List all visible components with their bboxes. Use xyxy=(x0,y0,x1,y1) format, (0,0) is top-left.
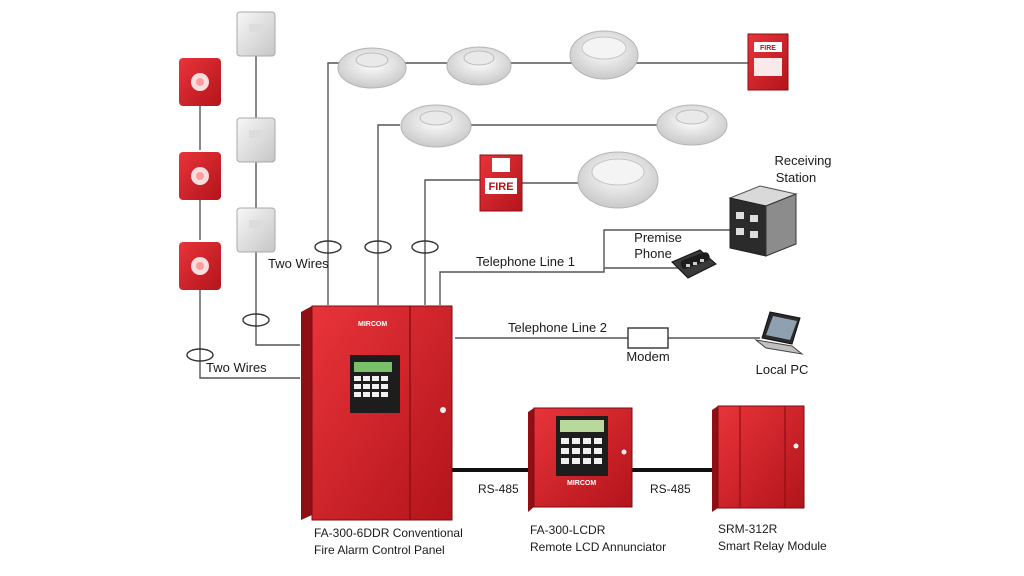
pull-station-center: FIRE xyxy=(479,154,523,212)
horn-strobe-column xyxy=(179,58,221,290)
heat-detector xyxy=(569,30,639,80)
receiving-station-label-line2: Station xyxy=(776,170,816,185)
wire-pair-marker xyxy=(314,240,342,254)
telephone-line-2-label: Telephone Line 2 xyxy=(508,320,607,335)
rs485-label-left: RS-485 xyxy=(478,482,519,496)
speaker-strobe xyxy=(236,207,276,253)
pull-station-text: FIRE xyxy=(760,45,776,52)
heat-detector xyxy=(577,151,659,209)
speaker-strobe xyxy=(236,117,276,163)
wire-pair-marker xyxy=(242,313,270,327)
relay-module-caption-line1: SRM-312R xyxy=(718,522,778,536)
wiring xyxy=(186,55,760,472)
control-panel-caption-line1: FA-300-6DDR Conventional xyxy=(314,526,463,540)
horn-strobe xyxy=(179,152,221,200)
speaker-column xyxy=(236,11,276,253)
premise-phone-label-line1: Premise xyxy=(634,230,682,245)
rs485-label-right: RS-485 xyxy=(650,482,691,496)
two-wires-label-bottom: Two Wires xyxy=(206,360,267,375)
horn-strobe xyxy=(179,58,221,106)
annunciator-brand: MIRCOM xyxy=(567,480,596,487)
detector-loop-2-wire xyxy=(377,124,658,305)
wire-pair-marker xyxy=(364,240,392,254)
modem-label: Modem xyxy=(626,349,669,364)
pull-station-fire-text: FIRE xyxy=(488,181,513,193)
receiving-station-label-line1: Receiving xyxy=(774,153,831,168)
telephone-line-1-wire xyxy=(439,229,740,305)
speaker-strobe xyxy=(236,11,276,57)
speaker-loop-wire xyxy=(255,55,300,346)
two-wires-label-top: Two Wires xyxy=(268,256,329,271)
telephone-line-1-label: Telephone Line 1 xyxy=(476,254,575,269)
wire-pair-marker xyxy=(186,348,214,362)
laptop-icon xyxy=(754,311,804,355)
strobe-loop-wire xyxy=(199,105,300,379)
receiving-station-icon xyxy=(728,185,798,257)
relay-module-caption-line2: Smart Relay Module xyxy=(718,539,827,553)
smoke-detector xyxy=(656,104,728,146)
wire-pair-marker xyxy=(411,240,439,254)
control-panel-caption-line2: Fire Alarm Control Panel xyxy=(314,543,445,557)
local-pc-label: Local PC xyxy=(756,362,809,377)
detector-loop-1-wire xyxy=(327,62,748,305)
horn-strobe xyxy=(179,242,221,290)
pull-station-top-right: FIRE xyxy=(747,33,789,91)
annunciator-caption-line1: FA-300-LCDR xyxy=(530,523,606,537)
modem-box xyxy=(627,327,669,349)
control-panel: MIRCOM xyxy=(301,305,453,521)
lcd-annunciator: MIRCOM xyxy=(528,407,633,512)
detector-loop-3-wire xyxy=(424,179,578,305)
premise-phone-label-line2: Phone xyxy=(634,246,672,261)
telephone-icon xyxy=(671,249,717,279)
control-panel-brand: MIRCOM xyxy=(358,321,387,328)
annunciator-caption-line2: Remote LCD Annunciator xyxy=(530,540,666,554)
smoke-detector xyxy=(446,46,512,86)
smoke-detector xyxy=(337,47,407,89)
smoke-detectors xyxy=(337,30,728,209)
relay-module xyxy=(712,405,805,512)
smoke-detector xyxy=(400,104,472,148)
